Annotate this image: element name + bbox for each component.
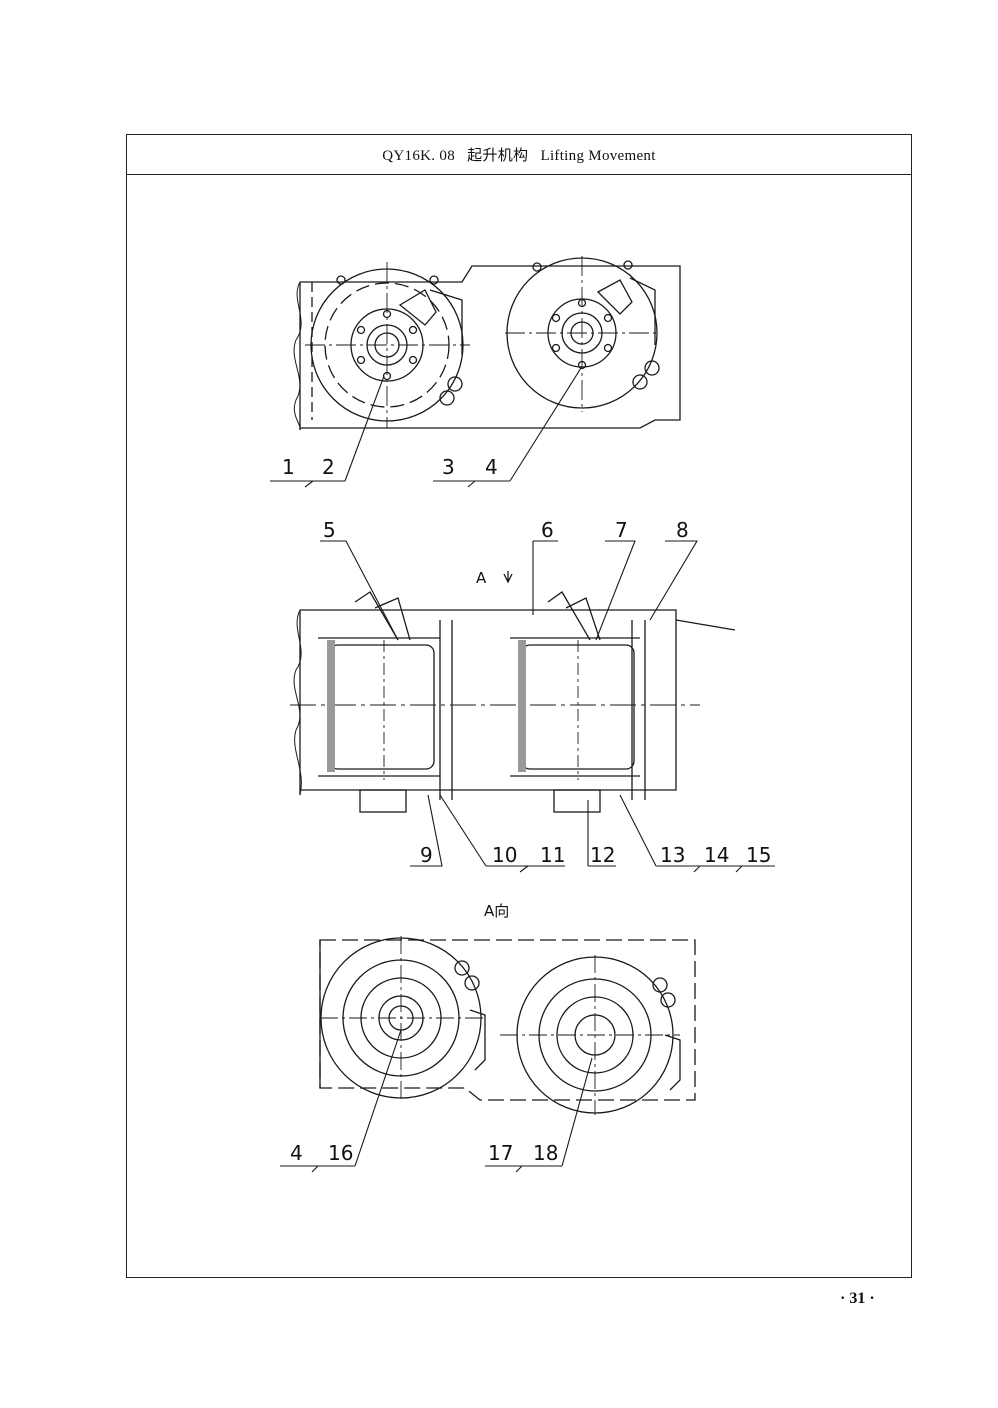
callout-labels: 1 2 3 4 5 6 7 8 A 9 10 11 12 13 14 15 A向… <box>282 455 771 1165</box>
page-title: QY16K. 08 起升机构 Lifting Movement <box>382 148 656 164</box>
callout-18: 18 <box>533 1141 558 1165</box>
page-frame: QY16K. 08 起升机构 Lifting Movement <box>126 134 912 1278</box>
callout-15: 15 <box>746 843 771 867</box>
title-bar: QY16K. 08 起升机构 Lifting Movement <box>127 135 911 175</box>
view-a-label: A向 <box>484 902 509 920</box>
callout-1: 1 <box>282 455 295 479</box>
callout-2: 2 <box>322 455 335 479</box>
callout-14: 14 <box>704 843 729 867</box>
callout-17: 17 <box>488 1141 513 1165</box>
top-view <box>270 256 681 488</box>
callout-11: 11 <box>540 843 565 867</box>
callout-12: 12 <box>590 843 615 867</box>
callout-13: 13 <box>660 843 685 867</box>
callout-4: 4 <box>485 455 498 479</box>
callout-6: 6 <box>541 518 554 542</box>
callout-4b: 4 <box>290 1141 303 1165</box>
callout-7: 7 <box>615 518 628 542</box>
callout-16: 16 <box>328 1141 353 1165</box>
middle-view <box>290 540 775 873</box>
callout-9: 9 <box>420 843 433 867</box>
callout-8: 8 <box>676 518 689 542</box>
callout-10: 10 <box>492 843 517 867</box>
callout-5: 5 <box>323 518 336 542</box>
bottom-view <box>280 936 696 1173</box>
page-number: · 31 · <box>840 1290 875 1307</box>
callout-3: 3 <box>442 455 455 479</box>
arrow-a-label: A <box>476 569 487 587</box>
